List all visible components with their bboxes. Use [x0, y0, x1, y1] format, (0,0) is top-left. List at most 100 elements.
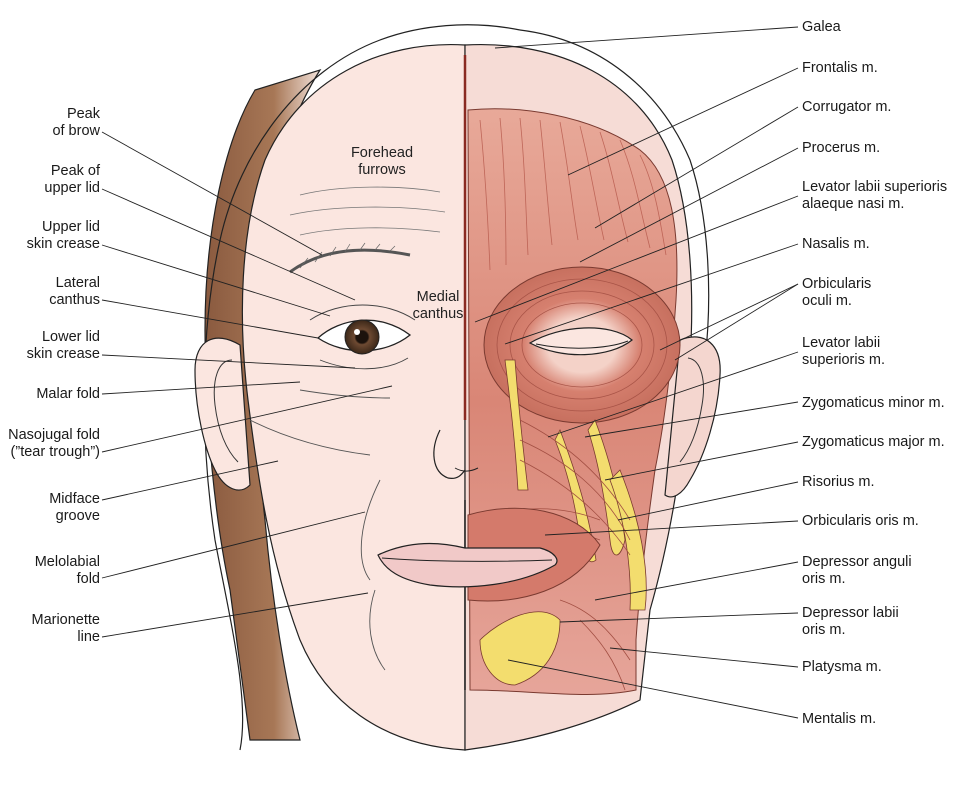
right-label-1-line-0: Frontalis m.: [802, 60, 878, 76]
right-label-6-line-1: oculi m.: [802, 293, 852, 309]
lips: [377, 542, 558, 588]
right-leader-line-10: [617, 481, 799, 521]
right-label-15-line-0: Mentalis m.: [802, 711, 876, 727]
left-label-7-line-0: Midface: [49, 491, 100, 507]
right-label-11-line-0: Orbicularis oris m.: [802, 513, 919, 529]
left-leader-line-1: [101, 188, 356, 301]
right-label-2-line-0: Corrugator m.: [802, 99, 891, 115]
left-leader-line-2: [101, 244, 331, 317]
right-leader-line-13: [559, 612, 799, 623]
left-label-0-line-0: Peak: [67, 106, 101, 122]
left-leader-line-3: [101, 299, 319, 339]
right-leader-line-3: [579, 147, 799, 263]
left-label-8-line-0: Melolabial: [35, 554, 100, 570]
right-leader-line-9: [604, 441, 799, 481]
right-label-12-line-0: Depressor anguli: [802, 554, 912, 570]
right-leader-line-6: [659, 283, 799, 351]
left-leader-line-6: [101, 385, 393, 453]
right-leader-line-0: [494, 26, 799, 49]
nose: [433, 429, 466, 479]
right-label-9: Zygomaticus major m.: [802, 434, 945, 450]
right-label-10-line-0: Risorius m.: [802, 474, 875, 490]
left-label-3-line-0: Lateral: [56, 275, 100, 291]
right-label-7-line-1: superioris m.: [802, 352, 885, 368]
right-label-9-line-0: Zygomaticus major m.: [802, 434, 945, 450]
right-label-7-line-0: Levator labii: [802, 335, 880, 351]
right-leader-line-14: [609, 647, 799, 668]
right-leader-line-7: [547, 351, 799, 438]
right-label-0-line-0: Galea: [802, 19, 842, 35]
right-label-8-line-0: Zygomaticus minor m.: [802, 395, 945, 411]
right-label-1: Frontalis m.: [802, 60, 878, 76]
right-label-15: Mentalis m.: [802, 711, 876, 727]
right-label-0: Galea: [802, 19, 842, 35]
left-label-9-line-0: Marionette: [31, 612, 100, 628]
right-label-4-line-0: Levator labii superioris: [802, 179, 947, 195]
right-leader-line-8: [584, 401, 799, 438]
right-leader-line-5: [504, 243, 799, 345]
left-iris: [344, 319, 380, 355]
left-label-6-line-0: Nasojugal fold: [8, 427, 100, 443]
right-ear: [664, 336, 721, 498]
left-leader-line-7: [101, 460, 279, 501]
left-label-2-line-0: Upper lid: [42, 219, 100, 235]
right-label-14-line-0: Platysma m.: [802, 659, 882, 675]
left-leader-line-4: [101, 354, 356, 369]
right-label-13-line-1: oris m.: [802, 622, 846, 638]
left-brow: [289, 248, 411, 274]
right-leader-line-6-1: [674, 283, 799, 361]
left-label-2-line-1: skin crease: [27, 236, 100, 252]
left-label-6: Nasojugal fold(”tear trough”): [8, 427, 100, 460]
left-label-1-line-1: upper lid: [44, 180, 100, 196]
left-leader-line-8: [101, 511, 366, 579]
right-label-6-line-0: Orbicularis: [802, 276, 871, 292]
left-label-5-line-0: Malar fold: [36, 386, 100, 402]
right-leader-line-4: [474, 195, 799, 323]
right-label-10: Risorius m.: [802, 474, 875, 490]
right-label-14: Platysma m.: [802, 659, 882, 675]
left-label-0-line-1: of brow: [52, 123, 100, 139]
left-leader-line-5: [101, 381, 301, 395]
right-label-4-line-1: alaeque nasi m.: [802, 196, 904, 212]
right-label-3: Procerus m.: [802, 140, 880, 156]
right-label-5-line-0: Nasalis m.: [802, 236, 870, 252]
left-label-3-line-1: canthus: [49, 292, 100, 308]
right-label-8: Zygomaticus minor m.: [802, 395, 945, 411]
right-leader-line-11: [544, 520, 799, 536]
left-label-9-line-1: line: [77, 629, 100, 645]
left-label-6-line-1: (”tear trough”): [11, 444, 100, 460]
right-leader-line-2: [594, 106, 799, 229]
left-leader-line-9: [101, 592, 369, 638]
left-label-8-line-1: fold: [77, 571, 100, 587]
right-leader-line-12: [594, 561, 799, 601]
left-leader-line-0: [101, 131, 323, 256]
right-label-11: Orbicularis oris m.: [802, 513, 919, 529]
right-label-5: Nasalis m.: [802, 236, 870, 252]
right-leader-line-1: [567, 67, 799, 176]
left-label-7-line-1: groove: [56, 508, 100, 524]
right-label-2: Corrugator m.: [802, 99, 891, 115]
left-label-5: Malar fold: [36, 386, 100, 402]
right-label-13-line-0: Depressor labii: [802, 605, 899, 621]
left-label-1-line-0: Peak of: [51, 163, 101, 179]
right-label-3-line-0: Procerus m.: [802, 140, 880, 156]
right-label-12-line-1: oris m.: [802, 571, 846, 587]
